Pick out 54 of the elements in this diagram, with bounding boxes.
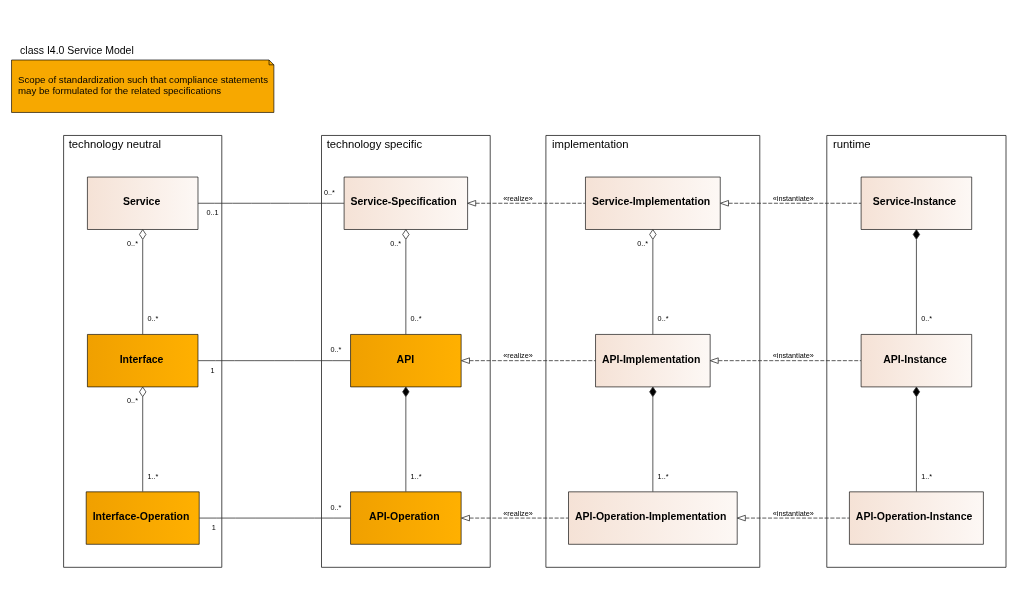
label: 0..* — [637, 238, 649, 248]
edge-label: «realize» — [503, 351, 533, 361]
node-box: API-Operation-Instance — [849, 491, 984, 545]
label: 0..* — [921, 314, 933, 324]
label: 0..* — [323, 187, 335, 197]
label: 1..* — [657, 471, 669, 481]
node-box: Interface-Operation — [85, 491, 200, 545]
connector — [197, 360, 351, 362]
node-box: Interface — [87, 334, 199, 388]
connector — [197, 202, 345, 204]
arrow — [736, 514, 850, 522]
label: 0..* — [390, 238, 402, 248]
label: 0..1 — [206, 208, 219, 218]
connector — [402, 229, 410, 335]
label: 0..* — [410, 314, 422, 324]
connector — [912, 386, 921, 493]
arrow — [461, 357, 596, 364]
edge-label: «realize» — [503, 194, 533, 204]
connector — [649, 229, 657, 335]
arrow — [709, 357, 862, 364]
label: 0..* — [127, 396, 138, 406]
label: 0..* — [657, 314, 669, 324]
node-box: Service-Instance — [860, 176, 973, 230]
connector — [649, 386, 657, 493]
arrow — [467, 200, 586, 207]
connector — [139, 229, 147, 335]
node-box: API-Operation — [350, 491, 462, 545]
node-box: API-Implementation — [595, 334, 711, 388]
label: 1..* — [921, 471, 933, 481]
label: 0..* — [147, 314, 159, 324]
edge-label: «instantiate» — [772, 194, 814, 204]
label: 1..* — [147, 471, 159, 481]
connector — [912, 229, 921, 335]
node-box: API — [350, 334, 462, 388]
diagram-title: class I4.0 Service Model — [20, 44, 134, 56]
node-box: Service-Specification — [343, 176, 468, 230]
arrow — [461, 514, 569, 522]
label: 0..* — [330, 502, 342, 512]
label: 1 — [210, 365, 215, 375]
arrow — [720, 200, 862, 207]
edge-label: «instantiate» — [772, 508, 814, 518]
connector — [402, 386, 410, 493]
label: 0..* — [127, 238, 138, 248]
edge-label: «instantiate» — [772, 351, 814, 361]
node-box: API-Operation-Implementation — [568, 491, 738, 545]
label: 1 — [211, 523, 216, 533]
node-box: Service-Implementation — [585, 176, 721, 230]
label: 0..* — [330, 345, 342, 355]
label: 1..* — [410, 471, 422, 481]
edge-label: «realize» — [503, 508, 533, 518]
node-box: API-Instance — [860, 334, 973, 388]
node-box: Service — [87, 176, 199, 230]
connector — [198, 517, 351, 519]
connector — [139, 386, 147, 493]
